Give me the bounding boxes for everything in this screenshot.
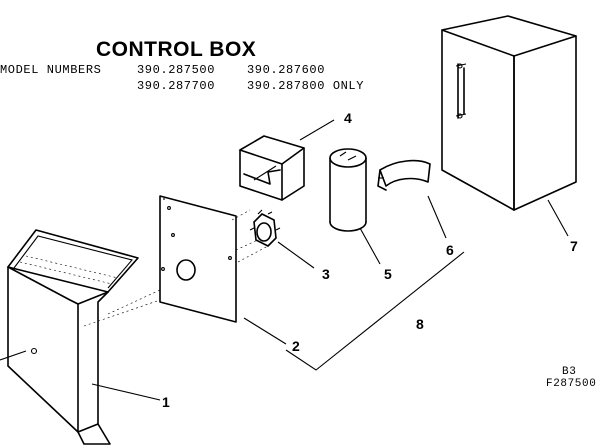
capacitor-icon: [329, 148, 367, 232]
mounting-plate-icon: [83, 195, 269, 327]
leader-lines: [0, 119, 569, 401]
capacitor-strap-icon: [377, 159, 431, 191]
figure-number: F287500: [546, 378, 597, 390]
model-number-1: 390.287500: [137, 63, 216, 77]
model-numbers-label: MODEL NUMBERS: [0, 63, 102, 77]
model-number-2: 390.287600: [247, 63, 326, 77]
callout-8: 8: [416, 316, 424, 332]
model-number-3: 390.287700: [137, 79, 216, 93]
terminal-cover-icon: [239, 135, 305, 201]
callout-6: 6: [446, 242, 454, 258]
thermostat-icon: [249, 209, 281, 247]
sheet-number: B3: [562, 366, 577, 378]
callout-7: 7: [570, 238, 578, 254]
callout-1: 1: [162, 394, 170, 410]
control-box-cover-icon: [7, 229, 139, 445]
callout-3: 3: [322, 266, 330, 282]
callout-2: 2: [292, 338, 300, 354]
callout-4: 4: [344, 110, 352, 126]
side-panel-icon: [441, 15, 577, 211]
callout-5: 5: [384, 266, 392, 282]
model-number-4: 390.287800 ONLY: [247, 79, 365, 93]
diagram-title: CONTROL BOX: [96, 38, 257, 61]
